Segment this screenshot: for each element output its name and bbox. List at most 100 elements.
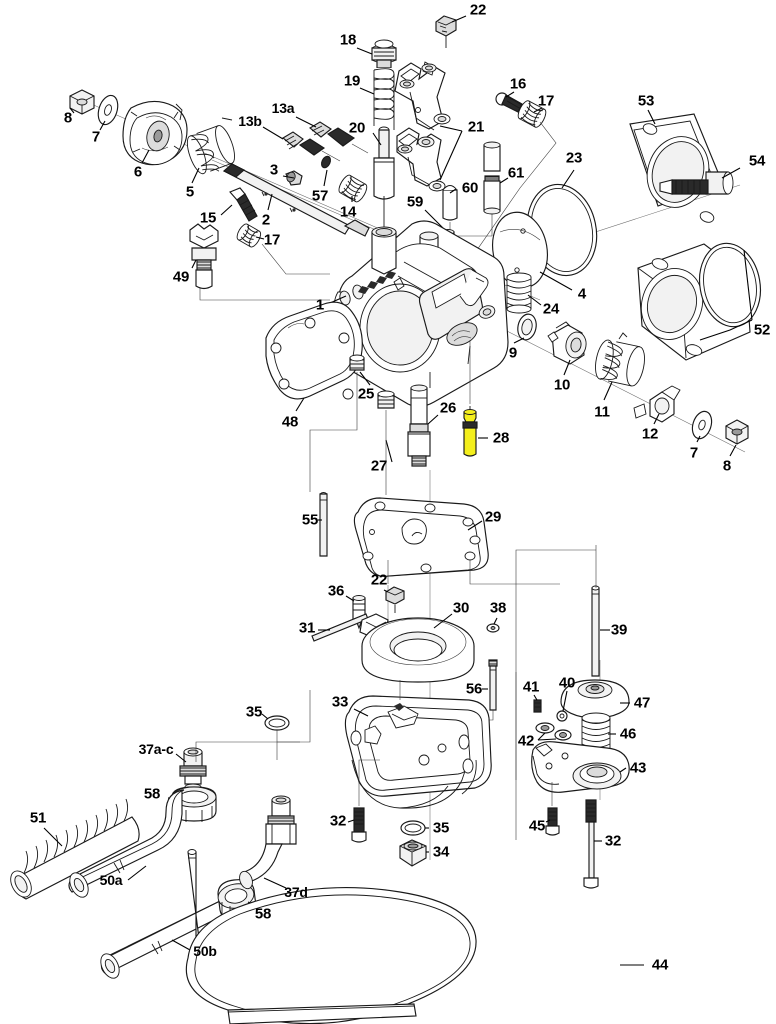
callout-45: 45 — [528, 817, 546, 835]
leader-19 — [359, 87, 375, 95]
callout-11: 11 — [594, 403, 610, 421]
part-48-gasket — [265, 301, 363, 400]
part-50a-hose — [68, 789, 185, 898]
callout-20: 20 — [348, 119, 366, 137]
leader-40 — [562, 690, 568, 712]
part-57-needle-seat — [321, 155, 331, 169]
leader-5 — [191, 167, 200, 184]
part-22-screw-top — [435, 15, 457, 48]
part-19-slide-spring — [373, 68, 395, 130]
part-42-washers — [535, 722, 572, 741]
callout-19: 19 — [343, 72, 361, 90]
callout-43: 43 — [629, 759, 647, 777]
callout-24: 24 — [542, 300, 560, 318]
part-60-pilot-jet — [442, 185, 458, 221]
grouping-lines — [195, 490, 560, 840]
part-56-rod — [488, 659, 498, 711]
callout-58b: 58 — [254, 905, 272, 923]
callout-60: 60 — [461, 179, 479, 197]
callout-56: 56 — [465, 680, 483, 698]
part-32b-screw — [583, 799, 599, 889]
part-46-pump-spring — [581, 712, 611, 750]
leader-32a-ext — [358, 759, 380, 806]
part-34-drain-plug — [399, 839, 427, 867]
part-43-pump-cover — [531, 741, 630, 793]
part-53-flange — [629, 113, 723, 223]
callout-32a: 32 — [329, 812, 347, 830]
callout-51: 51 — [29, 809, 47, 827]
leader-21b — [439, 130, 463, 181]
callout-52: 52 — [753, 321, 771, 339]
callout-47: 47 — [633, 694, 651, 712]
part-51-sleeve — [10, 798, 140, 900]
part-8-nut-right — [725, 419, 749, 445]
part-49-enrichener — [189, 223, 219, 290]
leader-2 — [267, 193, 273, 211]
part-13b-jet — [282, 131, 341, 162]
part-11-return-spring — [595, 332, 645, 387]
part-30-float — [361, 617, 475, 683]
callout-61: 61 — [507, 164, 525, 182]
callout-22a: 22 — [469, 1, 487, 19]
callout-7a: 7 — [91, 128, 101, 146]
part-26-emulsion-tube — [407, 384, 431, 467]
part-32a-screw — [351, 807, 367, 843]
callout-37ac: 37a-c — [138, 741, 174, 757]
part-21-throttle-linkage — [394, 61, 451, 192]
part-47-diaphragm — [560, 679, 630, 719]
leader-26 — [427, 414, 439, 425]
callout-32b: 32 — [604, 832, 622, 850]
leader-10 — [563, 359, 571, 376]
leader-9 — [513, 337, 525, 344]
leader-30 — [433, 613, 453, 629]
leader-13a — [295, 116, 317, 128]
leader-51 — [43, 827, 63, 847]
leader-35a — [261, 713, 269, 720]
part-2-throttle-shaft — [222, 163, 370, 237]
leader-12 — [653, 413, 660, 425]
part-7-washer-right — [691, 410, 713, 440]
callout-36: 36 — [327, 582, 345, 600]
callout-29: 29 — [484, 508, 502, 526]
callout-5: 5 — [185, 183, 195, 201]
part-39-pump-rod — [591, 585, 600, 677]
callout-4: 4 — [577, 285, 587, 303]
part-38-washer — [486, 623, 500, 633]
callout-30: 30 — [452, 599, 470, 617]
part-18-top-cap — [371, 39, 397, 69]
leader-22b — [383, 589, 389, 593]
leader-45 — [545, 819, 551, 823]
leader-11 — [603, 381, 613, 401]
leader-17a — [255, 236, 265, 240]
callout-23: 23 — [565, 149, 583, 167]
leader-52b — [743, 249, 753, 321]
callout-12: 12 — [641, 425, 659, 443]
callout-25: 25 — [357, 385, 375, 403]
callout-39: 39 — [610, 621, 628, 639]
leader-16 — [505, 91, 515, 98]
callout-18: 18 — [339, 31, 357, 49]
callout-44: 44 — [651, 956, 669, 974]
callout-50a: 50a — [99, 872, 123, 888]
part-20-jet-needle — [373, 126, 395, 230]
leader-17a-ext — [261, 243, 330, 275]
part-27-plug — [377, 390, 395, 409]
part-16-screw — [495, 92, 523, 113]
leader-42a — [537, 732, 546, 741]
part-17-spring-right — [517, 100, 547, 128]
leader-24 — [527, 294, 542, 306]
leader-22a — [451, 15, 467, 23]
callout-57: 57 — [311, 187, 329, 205]
part-7-washer-left — [97, 94, 119, 126]
leader-3 — [282, 175, 295, 179]
callout-35a: 35 — [245, 703, 263, 721]
part-8-nut-left — [69, 89, 95, 115]
part-33-float-bowl — [344, 695, 492, 809]
callout-40: 40 — [558, 674, 576, 692]
callout-8b: 8 — [722, 457, 732, 475]
callout-2: 2 — [261, 211, 271, 229]
leader-7b — [696, 435, 701, 443]
leader-50b — [171, 939, 191, 951]
